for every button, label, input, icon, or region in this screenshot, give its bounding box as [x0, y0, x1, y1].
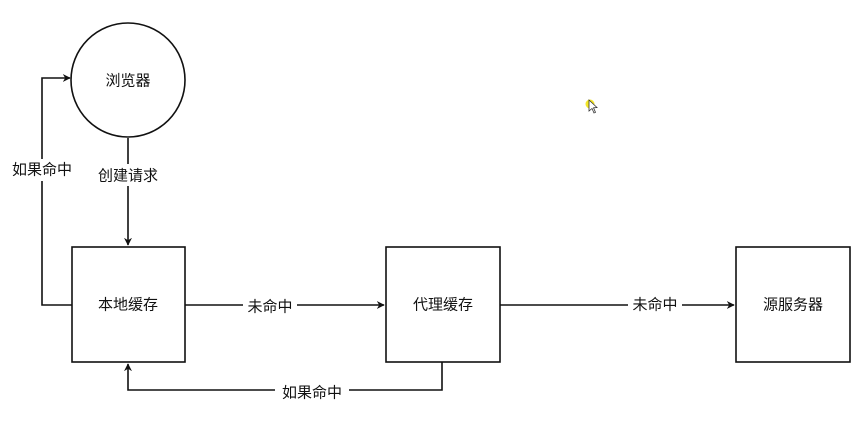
origin-server-node — [735, 246, 851, 363]
mouse-cursor-icon — [585, 99, 598, 114]
proxy-cache-node — [385, 246, 501, 363]
edge-label-proxy-miss: 未命中 — [632, 296, 677, 314]
proxy-cache-label: 代理缓存 — [413, 296, 473, 314]
edge-local-hit-to-browser — [41, 74, 72, 306]
edge-label-local-hit: 如果命中 — [12, 161, 72, 179]
browser-node — [70, 22, 186, 138]
origin-server-label: 源服务器 — [763, 296, 823, 314]
edge-label-local-miss: 未命中 — [247, 298, 292, 316]
edge-label-proxy-hit: 如果命中 — [282, 384, 342, 402]
browser-label: 浏览器 — [105, 72, 150, 90]
edge-label-create-request: 创建请求 — [98, 167, 158, 185]
local-cache-label: 本地缓存 — [98, 296, 158, 314]
local-cache-node — [71, 246, 186, 363]
